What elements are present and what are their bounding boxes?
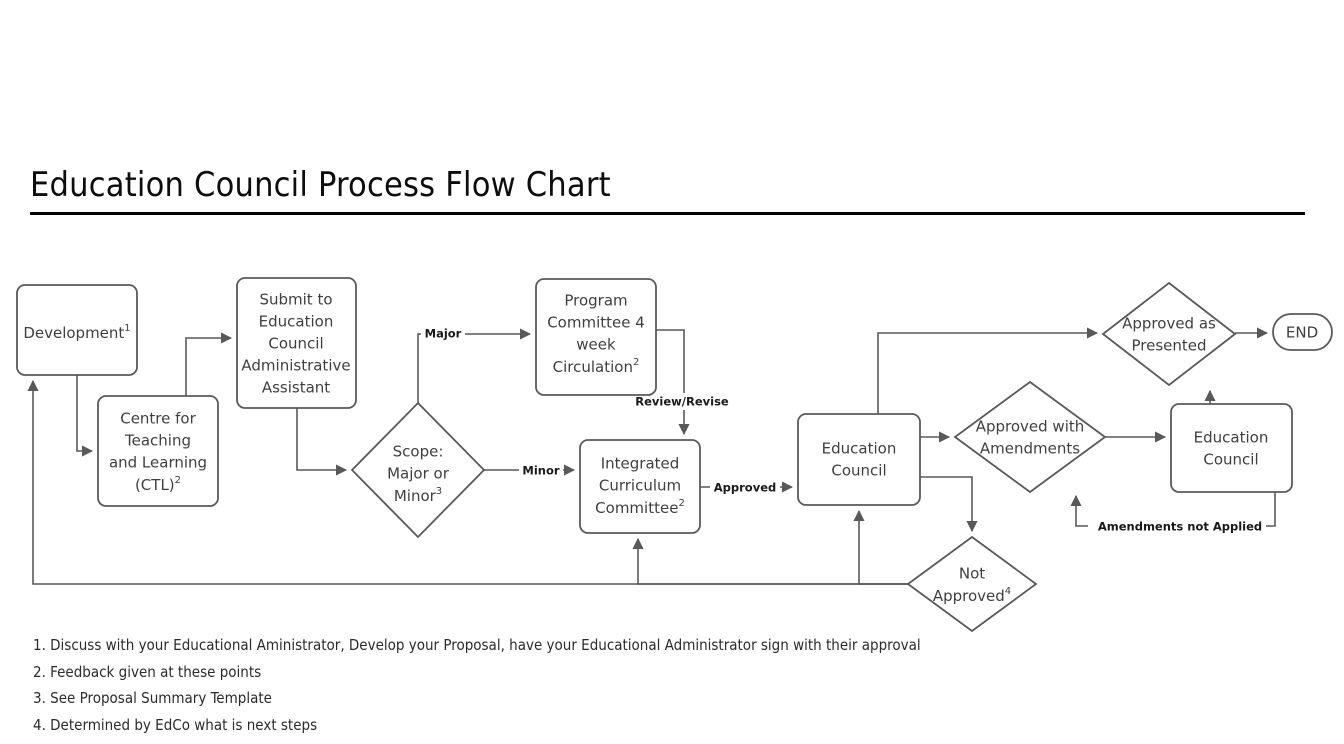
- node-approved-with-amendments-label-line2: Amendments: [980, 440, 1080, 458]
- edge-label-amendments-not-applied-bg: [1088, 518, 1266, 535]
- node-ctl-label-line2: Teaching: [124, 432, 191, 450]
- node-icc-label-line2: Curriculum: [599, 477, 681, 495]
- edge-label-review-revise: Review/Revise: [635, 395, 729, 409]
- node-education-council-2-label-line2: Council: [1203, 451, 1258, 469]
- node-program-committee-label-line1: Program: [564, 292, 627, 310]
- node-program-committee-label-line3: week: [576, 336, 616, 354]
- footnotes-list: 1. Discuss with your Educational Aminist…: [33, 632, 1133, 738]
- edge-label-approved-bg: [710, 479, 780, 496]
- footnote-2: 2. Feedback given at these points: [33, 662, 262, 681]
- node-ctl-label-line4: (CTL)2: [135, 475, 181, 494]
- node-scope-label-line3: Minor3: [394, 486, 442, 505]
- node-education-council-2-shape[interactable]: [1170, 403, 1293, 493]
- edge-label-major-bg: [421, 325, 465, 342]
- node-scope-label-line1: Scope:: [393, 443, 444, 461]
- node-end-shape[interactable]: [1272, 313, 1333, 351]
- node-approved-as-presented[interactable]: Approved as Presented: [1101, 281, 1237, 387]
- node-submit-label-line2: Education: [259, 313, 334, 331]
- node-program-committee-shape[interactable]: [535, 278, 657, 396]
- node-icc-shape[interactable]: [579, 439, 701, 534]
- node-submit-label-line3: Council: [268, 335, 323, 353]
- node-education-council-2[interactable]: Education Council: [1170, 403, 1293, 493]
- node-approved-as-presented-label-line2: Presented: [1131, 337, 1206, 355]
- footnote-4: 4. Determined by EdCo what is next steps: [33, 715, 318, 734]
- edge-label-minor-bg: [519, 462, 563, 479]
- edge-label-major: Major: [425, 327, 462, 341]
- node-development[interactable]: Development1: [16, 284, 138, 376]
- node-icc-label-line3: Committee2: [595, 498, 685, 517]
- node-submit-to-edco[interactable]: Submit to Education Council Administrati…: [236, 277, 357, 409]
- node-development-label: Development1: [23, 323, 130, 342]
- node-ctl-label-line1: Centre for: [120, 410, 196, 428]
- node-education-council-1-label-line1: Education: [822, 440, 897, 458]
- edge-label-review-revise-bg: [632, 393, 732, 410]
- nodes-layer: Development1 Centre for Teaching and Lea…: [16, 277, 1333, 633]
- edge-not-approved-to-development: [27, 379, 908, 585]
- edge-label-approved: Approved: [714, 481, 776, 495]
- node-program-committee[interactable]: Program Committee 4 week Circulation2: [535, 278, 657, 396]
- node-approved-with-amendments-shape[interactable]: [953, 380, 1107, 494]
- edge-ctl-to-submit: [185, 332, 233, 396]
- edge-not-approved-to-edco-1: [853, 509, 908, 585]
- edge-scope-to-program-committee: [417, 328, 532, 403]
- node-education-council-2-label-line1: Education: [1194, 429, 1269, 447]
- node-education-council-1-shape[interactable]: [797, 413, 921, 506]
- node-not-approved-shape[interactable]: [906, 535, 1038, 633]
- footnote-1: 1. Discuss with your Educational Aminist…: [33, 636, 921, 654]
- node-ctl[interactable]: Centre for Teaching and Learning (CTL)2: [97, 395, 219, 507]
- edge-edco-1-to-approved-presented: [877, 327, 1099, 414]
- node-approved-with-amendments[interactable]: Approved with Amendments: [953, 380, 1107, 494]
- node-approved-as-presented-shape[interactable]: [1101, 281, 1237, 387]
- node-end-label: END: [1286, 324, 1318, 342]
- node-submit-label-line5: Assistant: [262, 379, 330, 397]
- node-scope[interactable]: Scope: Major or Minor3: [350, 401, 486, 539]
- node-scope-label-line2: Major or: [387, 465, 450, 483]
- edge-label-minor: Minor: [522, 464, 559, 478]
- node-not-approved-label-line2: Approved4: [933, 586, 1011, 605]
- node-approved-as-presented-label-line1: Approved as: [1122, 315, 1216, 333]
- node-submit-label-line1: Submit to: [259, 291, 332, 309]
- node-education-council-1-label-line2: Council: [831, 462, 886, 480]
- node-program-committee-label-line2: Committee 4: [547, 314, 645, 332]
- footnote-3: 3. See Proposal Summary Template: [33, 689, 272, 707]
- node-ctl-label-line3: and Learning: [109, 454, 207, 472]
- edge-program-committee-to-icc: [656, 329, 690, 436]
- edge-not-approved-to-icc: [632, 537, 908, 585]
- node-education-council-1[interactable]: Education Council: [797, 413, 921, 506]
- node-program-committee-label-line4: Circulation2: [553, 357, 640, 376]
- edge-submit-to-scope: [296, 408, 348, 476]
- node-not-approved[interactable]: Not Approved4: [906, 535, 1038, 633]
- edge-development-to-ctl: [76, 375, 94, 457]
- node-end[interactable]: END: [1272, 313, 1333, 351]
- edge-edco-1-to-not-approved: [920, 476, 978, 533]
- node-development-shape[interactable]: [16, 284, 138, 376]
- edge-label-amendments-not-applied: Amendments not Applied: [1098, 520, 1262, 534]
- node-icc[interactable]: Integrated Curriculum Committee2: [579, 439, 701, 534]
- node-approved-with-amendments-label-line1: Approved with: [976, 418, 1085, 436]
- title-block: Education Council Process Flow Chart: [30, 164, 1305, 215]
- node-icc-label-line1: Integrated: [601, 455, 680, 473]
- node-ctl-shape[interactable]: [97, 395, 219, 507]
- node-scope-shape[interactable]: [350, 401, 486, 539]
- node-submit-to-edco-shape[interactable]: [236, 277, 357, 409]
- page-title: Education Council Process Flow Chart: [30, 165, 611, 205]
- node-submit-label-line4: Administrative: [241, 357, 350, 375]
- edges-layer: Major Minor Review/Revise Approved: [27, 325, 1276, 585]
- node-not-approved-label-line1: Not: [959, 565, 985, 583]
- title-divider: [30, 212, 1305, 215]
